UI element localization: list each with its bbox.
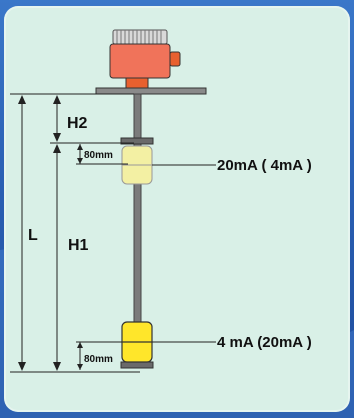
bottom-offset-label: 80mm [84,354,113,365]
diagram-card [4,6,350,412]
lower-float [121,321,153,363]
upper-float [121,145,153,185]
top-offset-label: 80mm [84,150,113,161]
flange [95,87,207,95]
housing [109,29,181,89]
upper-signal-label: 20mA ( 4mA ) [217,157,312,174]
h1-label: H1 [68,237,89,254]
h2-label: H2 [67,115,88,132]
lower-signal-label: 4 mA (20mA ) [217,334,312,351]
l-label: L [28,227,38,244]
